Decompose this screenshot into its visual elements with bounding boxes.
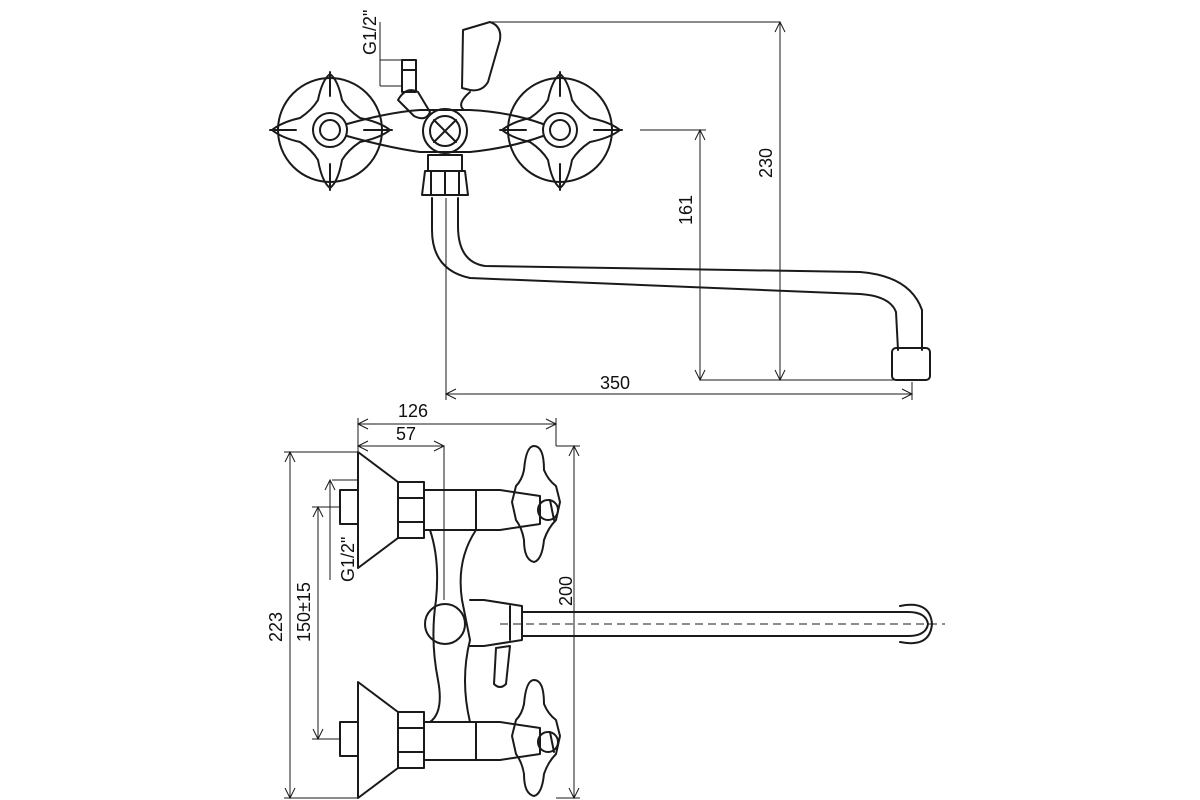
upper-eccentric — [339, 451, 477, 569]
dim-150-label: 150±15 — [294, 582, 314, 642]
dim-223-label: 223 — [266, 612, 286, 642]
dim-350-label: 350 — [600, 373, 630, 393]
upper-cross-handle — [511, 445, 561, 563]
side-spout — [500, 603, 945, 645]
top-view-dimensions — [379, 20, 914, 400]
mixer-body — [346, 21, 544, 196]
side-body — [424, 489, 541, 761]
dim-230-label: 230 — [756, 148, 776, 178]
left-handle — [269, 71, 393, 191]
side-view: 126 57 G1/2" 223 150±15 200 — [266, 401, 945, 800]
right-handle — [499, 71, 623, 191]
dim-161-label: 161 — [676, 195, 696, 225]
dim-200-label: 200 — [556, 576, 576, 606]
side-thread-label: G1/2" — [338, 537, 358, 582]
lower-eccentric — [339, 681, 477, 799]
top-view: G1/2" 230 161 350 — [269, 10, 931, 400]
lower-cross-handle — [511, 679, 561, 797]
dim-126-label: 126 — [398, 401, 428, 421]
side-view-dimensions — [284, 418, 580, 800]
dim-57-label: 57 — [396, 424, 416, 444]
top-thread-label: G1/2" — [360, 10, 380, 55]
spout — [431, 197, 931, 381]
